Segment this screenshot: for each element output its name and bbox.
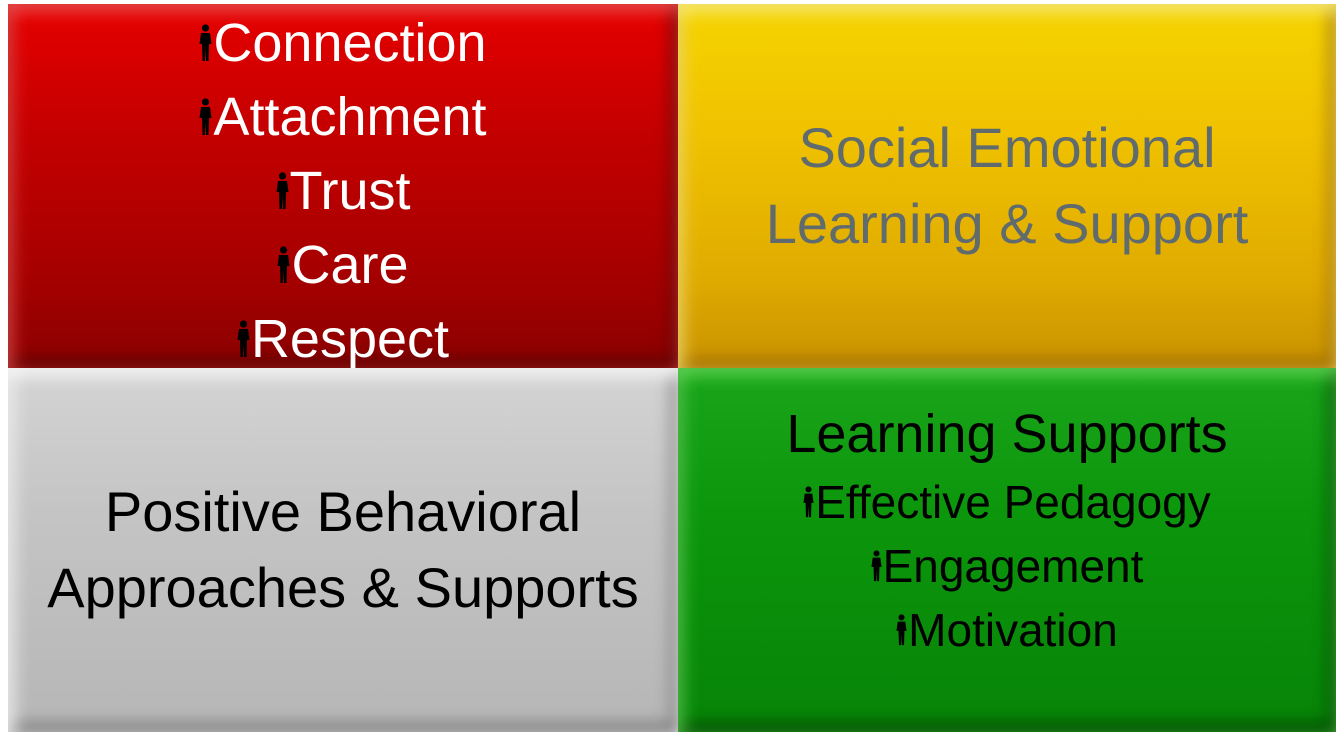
list-item-label: Engagement bbox=[882, 540, 1144, 592]
quadrant-relationships: Connection Attachment Trust Care Respect bbox=[8, 4, 678, 369]
list-item: Motivation bbox=[896, 598, 1118, 662]
person-icon bbox=[276, 172, 289, 210]
person-icon bbox=[199, 24, 212, 62]
person-icon bbox=[199, 98, 212, 136]
quadrant-title: Learning Supports bbox=[786, 404, 1228, 464]
list-item-label: Respect bbox=[250, 309, 450, 369]
person-icon bbox=[237, 320, 250, 358]
quadrant-title-line: Learning & Support bbox=[765, 192, 1249, 255]
list-item: Respect bbox=[237, 302, 449, 376]
list-item-label: Attachment bbox=[213, 87, 487, 147]
person-icon bbox=[871, 550, 882, 582]
list-item-label: Connection bbox=[213, 13, 487, 73]
person-icon bbox=[803, 486, 814, 518]
list-item: Trust bbox=[276, 154, 411, 228]
list-item-label: Motivation bbox=[908, 604, 1118, 656]
person-icon bbox=[277, 246, 290, 284]
list-item-label: Care bbox=[291, 235, 409, 295]
list-item: Care bbox=[277, 228, 409, 302]
quadrant-title-line: Social Emotional bbox=[798, 116, 1216, 179]
quadrant-learning-supports: Learning Supports Effective Pedagogy Eng… bbox=[678, 368, 1336, 732]
quadrant-title-line: Approaches & Supports bbox=[47, 556, 639, 619]
list-item: Attachment bbox=[199, 80, 487, 154]
quadrant-positive-behavioral: Positive Behavioral Approaches & Support… bbox=[8, 368, 678, 732]
list-item-label: Trust bbox=[289, 161, 411, 221]
list-item: Engagement bbox=[871, 534, 1144, 598]
list-item-label: Effective Pedagogy bbox=[815, 476, 1211, 528]
list-item: Effective Pedagogy bbox=[803, 470, 1211, 534]
quadrant-social-emotional: Social Emotional Learning & Support bbox=[678, 4, 1336, 368]
person-icon bbox=[896, 614, 907, 646]
quadrant-title-line: Positive Behavioral bbox=[104, 480, 582, 543]
list-item: Connection bbox=[199, 6, 487, 80]
